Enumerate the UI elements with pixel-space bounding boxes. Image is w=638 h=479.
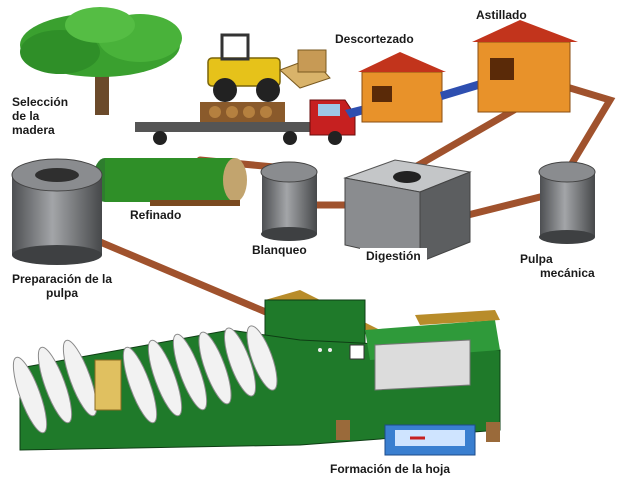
label-formacion: Formación de la hoja bbox=[330, 462, 451, 476]
label-pulpa-mecanica-line1: Pulpa bbox=[520, 252, 553, 266]
label-pulpa-mecanica: Pulpa mecánica bbox=[520, 252, 595, 280]
label-seleccion-line2: de la bbox=[12, 109, 40, 123]
label-preparacion: Preparación de la pulpa bbox=[12, 272, 112, 300]
label-refinado: Refinado bbox=[130, 208, 182, 222]
label-seleccion: Selección de la madera bbox=[12, 95, 68, 137]
paper-rolls bbox=[12, 325, 278, 434]
loader-vehicle bbox=[207, 33, 331, 102]
refiner-cylinder bbox=[93, 158, 247, 206]
chipper-building bbox=[472, 20, 578, 113]
debarking-building bbox=[358, 52, 446, 123]
label-blanqueo: Blanqueo bbox=[252, 243, 307, 257]
log-truck bbox=[135, 99, 385, 145]
label-seleccion-line3: madera bbox=[12, 123, 55, 137]
label-preparacion-line1: Preparación de la bbox=[12, 272, 113, 286]
label-descortezado: Descortezado bbox=[335, 32, 414, 46]
pipe-chips-to-mechanical bbox=[556, 81, 616, 174]
bleaching-tank bbox=[260, 161, 318, 241]
mechanical-pulp-tank bbox=[538, 161, 596, 244]
label-preparacion-line2: pulpa bbox=[46, 286, 79, 300]
pulp-preparation-tank bbox=[11, 158, 103, 265]
tree-illustration bbox=[20, 7, 182, 115]
label-pulpa-mecanica-line2: mecánica bbox=[540, 266, 595, 280]
conveyor bbox=[440, 80, 482, 100]
label-seleccion-line1: Selección bbox=[12, 95, 69, 109]
label-digestion: Digestión bbox=[360, 248, 427, 264]
label-astillado: Astillado bbox=[476, 8, 527, 22]
digester-block bbox=[343, 159, 472, 263]
